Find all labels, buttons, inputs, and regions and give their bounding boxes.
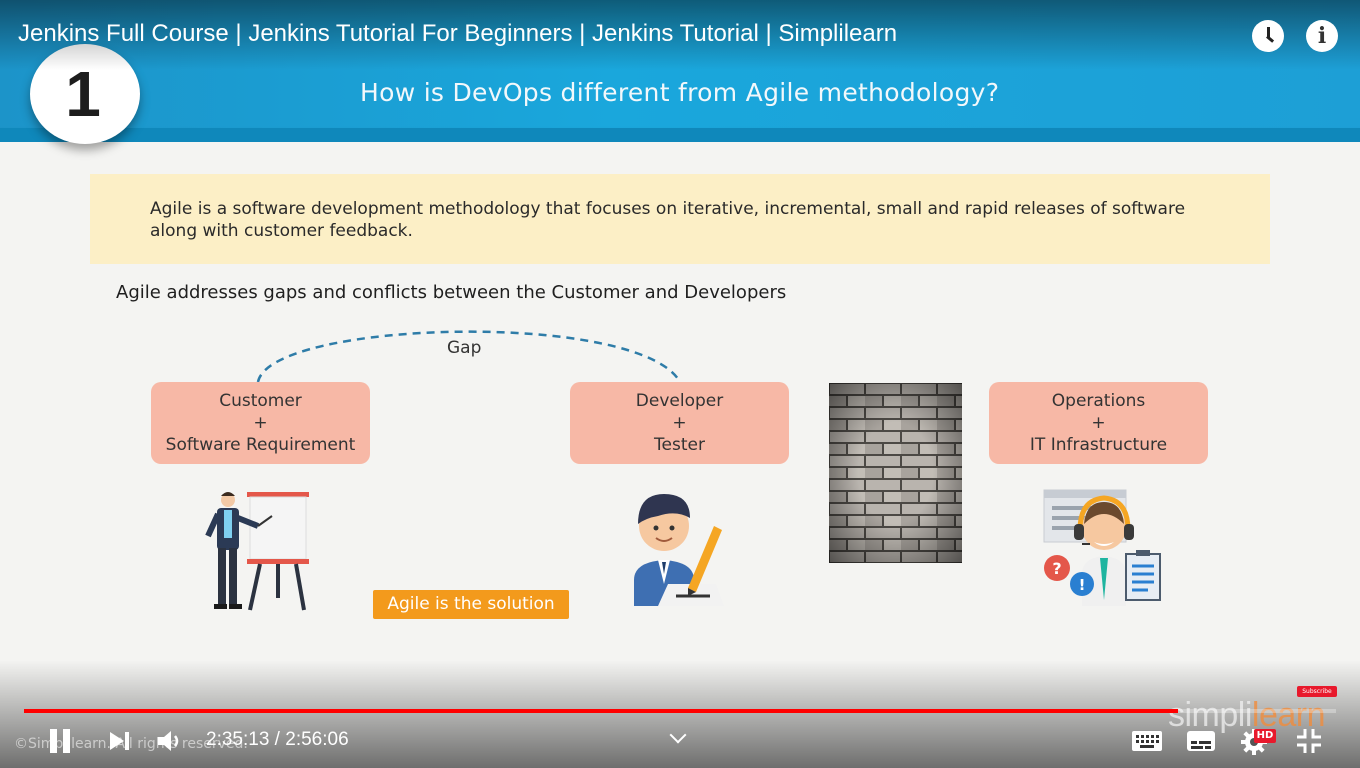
role-developer-line1: Developer — [635, 391, 724, 411]
time-separator: / — [269, 729, 286, 750]
role-customer-plus: + — [253, 413, 268, 433]
subscribe-badge[interactable]: Subscribe — [1297, 686, 1337, 697]
volume-icon[interactable] — [156, 728, 184, 754]
operations-illustration: ? ! — [1043, 489, 1161, 606]
pause-button[interactable] — [48, 729, 72, 753]
brand-post: learn — [1251, 696, 1326, 734]
role-operations-line1: Operations — [1051, 391, 1146, 411]
role-customer-line1: Customer — [219, 391, 302, 411]
watch-later-button[interactable] — [1252, 20, 1284, 52]
time-display: 2:35:13 / 2:56:06 — [206, 729, 349, 751]
brick-wall-image — [829, 383, 962, 563]
gap-label: Gap — [447, 338, 482, 358]
role-customer-line3: Software Requirement — [165, 435, 356, 455]
slide-heading: How is DevOps different from Agile metho… — [360, 78, 1000, 107]
current-time: 2:35:13 — [206, 729, 270, 750]
keyboard-icon[interactable] — [1131, 730, 1163, 752]
subtitles-icon[interactable] — [1186, 730, 1216, 752]
hd-badge: HD — [1254, 729, 1276, 743]
definition-text: Agile is a software development methodol… — [150, 199, 1186, 241]
next-icon[interactable] — [108, 730, 132, 752]
simplilearn-logo: simplilearn — [1168, 696, 1326, 735]
progress-played — [24, 709, 1178, 713]
role-developer-plus: + — [672, 413, 687, 433]
developer-illustration — [634, 494, 724, 606]
slide-header-edge — [0, 128, 1360, 142]
role-customer-box: Customer + Software Requirement — [151, 382, 370, 464]
svg-text:!: ! — [1079, 576, 1086, 594]
role-developer-box: Developer + Tester — [570, 382, 789, 464]
video-title[interactable]: Jenkins Full Course | Jenkins Tutorial F… — [18, 20, 898, 47]
role-operations-line3: IT Infrastructure — [1029, 435, 1168, 455]
svg-text:?: ? — [1052, 559, 1061, 578]
info-icon: i — [1317, 23, 1327, 49]
step-badge: 1 — [30, 44, 140, 144]
presenter-illustration — [205, 492, 309, 611]
agile-solution-label: Agile is the solution — [373, 590, 569, 619]
exit-fullscreen-icon[interactable] — [1296, 728, 1322, 754]
copyright-watermark: ©Simplilearn. All rights reserved. — [14, 736, 248, 752]
role-operations-box: Operations + IT Infrastructure — [989, 382, 1208, 464]
top-gradient — [0, 0, 1360, 70]
role-operations-plus: + — [1091, 413, 1106, 433]
step-number: 1 — [65, 58, 101, 130]
duration: 2:56:06 — [285, 729, 349, 750]
progress-bar[interactable] — [24, 709, 1336, 713]
brand-pre: simpli — [1168, 696, 1252, 734]
info-button[interactable]: i — [1306, 20, 1338, 52]
slide-subheading: Agile addresses gaps and conflicts betwe… — [116, 282, 787, 303]
definition-box: Agile is a software development methodol… — [90, 174, 1270, 264]
role-developer-line3: Tester — [654, 435, 705, 455]
